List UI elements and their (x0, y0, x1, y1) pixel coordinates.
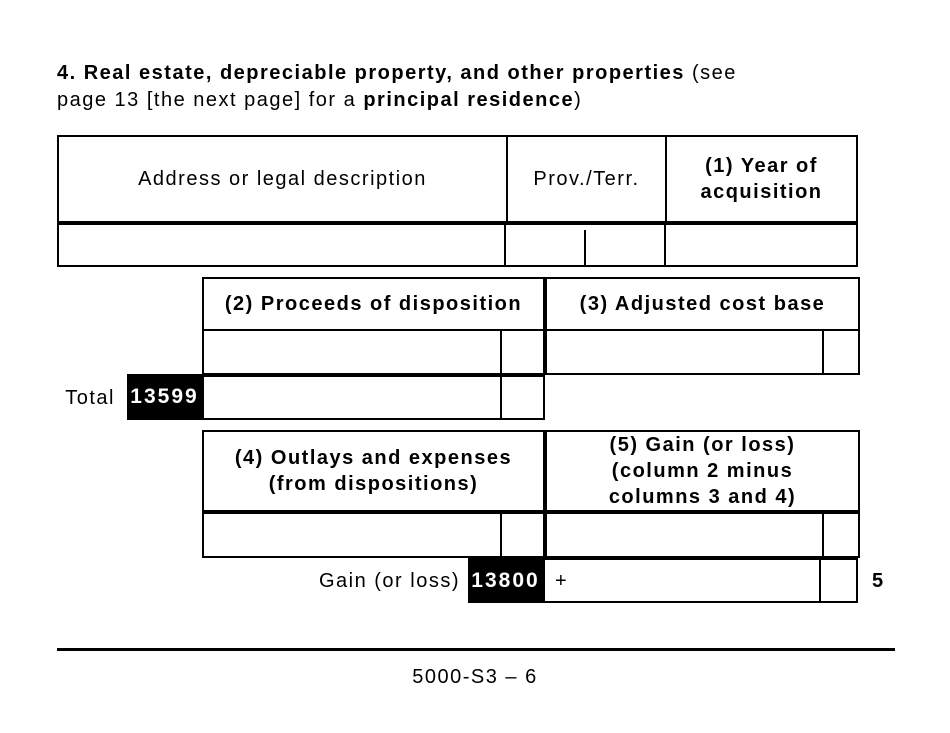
section-title-bold: 4. Real estate, depreciable property, an… (57, 62, 685, 84)
adjusted-cost-column-header: (3) Adjusted cost base (579, 293, 826, 315)
gain-result-row: + (543, 558, 858, 603)
gain-result-cents-cell[interactable] (819, 560, 856, 601)
province-input-cell[interactable] (503, 225, 664, 265)
year-input-cell[interactable] (663, 225, 856, 265)
section-title-close-paren: ) (574, 89, 583, 111)
province-column-header: Prov./Terr. (506, 137, 665, 221)
section-title: 4. Real estate, depreciable property, an… (57, 60, 897, 114)
plus-sign: + (555, 569, 569, 592)
gain-header-line2: (column 2 minus (611, 460, 794, 482)
section-title-line1: 4. Real estate, depreciable property, an… (57, 60, 897, 87)
line-number-5: 5 (872, 569, 885, 592)
total-field-code-box: 13599 (127, 374, 202, 420)
outlays-header-line1: (4) Outlays and expenses (234, 447, 513, 469)
section-title-see: (see (684, 62, 737, 84)
gain-column-entry-row (545, 512, 860, 558)
gain-header-line3: columns 3 and 4) (608, 486, 797, 508)
gain-field-code-box: 13800 (468, 558, 543, 603)
outlays-dollars-cell[interactable] (204, 514, 500, 556)
gain-header-line1: (5) Gain (or loss) (609, 434, 796, 456)
adjusted-cost-entry-row (545, 329, 860, 375)
total-entry-row (202, 375, 545, 420)
adjusted-cost-header-box: (3) Adjusted cost base (545, 277, 860, 331)
gain-result-dollars-cell[interactable]: + (545, 560, 819, 601)
property-table-header-row: Address or legal description Prov./Terr.… (57, 135, 858, 223)
adjusted-cost-dollars-cell[interactable] (547, 331, 822, 373)
total-dollars-cell[interactable] (204, 377, 500, 418)
gain-or-loss-label: Gain (or loss) (318, 569, 460, 592)
address-input-cell[interactable] (59, 225, 504, 265)
address-column-header: Address or legal description (138, 168, 427, 190)
gain-column-cents-cell[interactable] (822, 514, 858, 556)
province-cell-divider (583, 230, 586, 265)
proceeds-entry-row (202, 329, 545, 375)
outlays-header-box: (4) Outlays and expenses (from dispositi… (202, 430, 545, 512)
proceeds-cents-cell[interactable] (500, 331, 543, 373)
footer-rule (57, 648, 895, 651)
proceeds-column-header: (2) Proceeds of disposition (224, 293, 523, 315)
total-label: Total (65, 386, 115, 409)
proceeds-header-box: (2) Proceeds of disposition (202, 277, 545, 331)
section-title-line2-regular: page 13 [the next page] for a (57, 89, 364, 111)
outlays-cents-cell[interactable] (500, 514, 543, 556)
principal-residence-bold: principal residence (363, 89, 575, 111)
property-table-entry-row (57, 223, 858, 267)
gain-column-dollars-cell[interactable] (547, 514, 822, 556)
footer-page-label: 5000-S3 – 6 (412, 666, 538, 688)
outlays-header-line2: (from dispositions) (268, 473, 479, 495)
section-title-line2: page 13 [the next page] for a principal … (57, 87, 897, 114)
adjusted-cost-cents-cell[interactable] (822, 331, 858, 373)
outlays-entry-row (202, 512, 545, 558)
proceeds-dollars-cell[interactable] (204, 331, 500, 373)
year-acquisition-column-header: (1) Year of acquisition (665, 137, 856, 221)
gain-header-box: (5) Gain (or loss) (column 2 minus colum… (545, 430, 860, 512)
total-cents-cell[interactable] (500, 377, 543, 418)
